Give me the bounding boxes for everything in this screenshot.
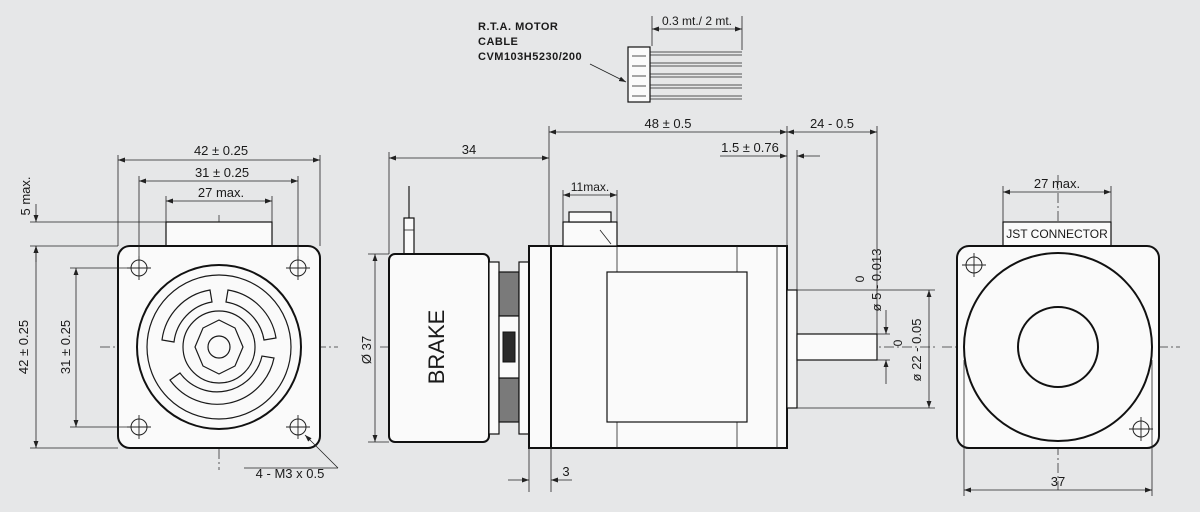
front-connector bbox=[165, 221, 273, 247]
coupling-upper bbox=[498, 271, 520, 317]
front-shaft-circle bbox=[207, 335, 231, 359]
motor-shaft bbox=[796, 333, 878, 361]
cable-label-line3: CVM103H5230/200 bbox=[478, 51, 582, 63]
brake-label: BRAKE bbox=[424, 310, 449, 385]
front-hub-segment-1 bbox=[161, 289, 213, 343]
rear-connector bbox=[1002, 221, 1112, 247]
front-hub-ring bbox=[182, 310, 256, 384]
connector-width-label: 11max. bbox=[571, 180, 609, 194]
cable-connector bbox=[627, 46, 651, 103]
cable-detail: R.T.A. MOTOR CABLE CVM103H5230/200 0.3 m… bbox=[478, 14, 743, 103]
rear-outer-circle bbox=[963, 252, 1153, 442]
front-hub-star bbox=[194, 319, 244, 375]
motor-pilot bbox=[786, 289, 798, 409]
side-connector-latch bbox=[568, 211, 612, 223]
side-connector bbox=[562, 221, 618, 247]
motor-length-label: 48 ± 0.5 bbox=[645, 116, 692, 131]
cable-length-label: 0.3 mt./ 2 mt. bbox=[662, 14, 732, 28]
front-motor-body bbox=[117, 245, 321, 449]
front-hub-segment-2 bbox=[225, 289, 277, 341]
front-connector-height-label: 5 max. bbox=[18, 176, 33, 215]
cable-wires bbox=[650, 51, 742, 100]
front-screw-label: 4 - M3 x 0.5 bbox=[256, 466, 325, 481]
rear-width-label: 37 bbox=[1051, 474, 1065, 489]
front-pilot-outer bbox=[136, 264, 302, 430]
shaft-diameter-upper-label: 0 bbox=[853, 275, 867, 282]
brake-cable-sleeve bbox=[403, 217, 415, 255]
rear-connector-max-label: 27 max. bbox=[1034, 176, 1080, 191]
cable-leader bbox=[589, 63, 627, 83]
front-screw-leader bbox=[304, 434, 339, 469]
front-connector-label: 27 max. bbox=[198, 185, 244, 200]
front-hole-spacing-h-label: 31 ± 0.25 bbox=[195, 165, 249, 180]
rear-motor-body bbox=[956, 245, 1160, 449]
shaft-length-label: 24 - 0.5 bbox=[810, 116, 854, 131]
rear-view: JST CONNECTOR 27 max. 37 bbox=[942, 175, 1180, 496]
side-view: BRAKE 34 48 ± 0.5 bbox=[359, 116, 935, 492]
motor-stator-window bbox=[606, 271, 748, 423]
front-hole-spacing-v-label: 31 ± 0.25 bbox=[58, 320, 73, 374]
motor-front-flange bbox=[528, 245, 552, 449]
brake-diameter-label: Ø 37 bbox=[359, 336, 374, 364]
pilot-diameter-upper-label: 0 bbox=[891, 339, 905, 346]
motor-rear-plate bbox=[518, 261, 530, 435]
coupling-lower bbox=[498, 377, 520, 423]
pilot-depth-label: 1.5 ± 0.76 bbox=[721, 140, 779, 155]
brake-length-label: 34 bbox=[462, 142, 476, 157]
cable-label-line1: R.T.A. MOTOR bbox=[478, 21, 558, 33]
front-width-label: 42 ± 0.25 bbox=[194, 143, 248, 158]
rear-inner-circle bbox=[1017, 306, 1099, 388]
coupling-key bbox=[502, 331, 516, 363]
pilot-diameter-label: ø 22 - 0.05 bbox=[909, 319, 924, 382]
brake-flange bbox=[488, 261, 500, 435]
rear-connector-label: JST CONNECTOR bbox=[1006, 227, 1108, 241]
front-height-label: 42 ± 0.25 bbox=[16, 320, 31, 374]
front-hub-segment-3 bbox=[169, 355, 275, 405]
front-pilot-inner bbox=[146, 274, 292, 420]
shaft-diameter-label: ø 5 - 0.013 bbox=[869, 249, 884, 312]
cable-label-line2: CABLE bbox=[478, 36, 518, 48]
flange-thickness-label: 3 bbox=[562, 464, 569, 479]
front-view: 42 ± 0.25 31 ± 0.25 27 max. 5 max. 42 ± … bbox=[16, 143, 339, 481]
